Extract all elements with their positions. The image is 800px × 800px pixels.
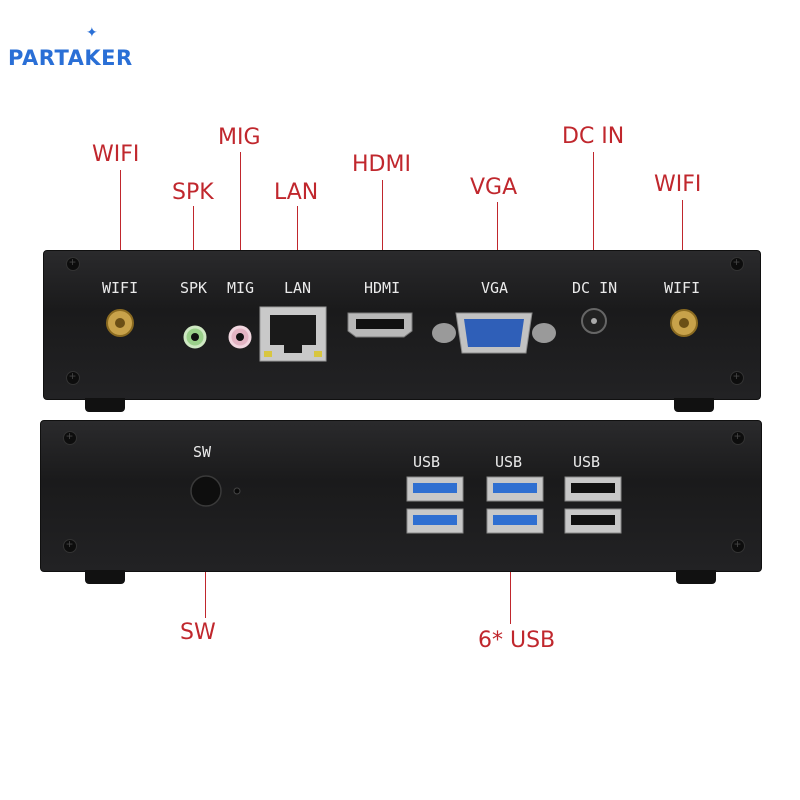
screw-icon xyxy=(66,369,80,385)
vga-port-icon xyxy=(432,312,556,354)
callout-lan: LAN xyxy=(274,180,319,205)
leader-wifi-left xyxy=(120,170,121,300)
wifi-antenna-left-icon xyxy=(106,309,134,337)
front-panel: SW USB USB USB xyxy=(40,420,762,572)
rear-ports xyxy=(106,306,698,362)
callout-sw: SW xyxy=(180,620,216,645)
leader-usb-stem xyxy=(510,540,511,624)
rear-label-dc-in: DC IN xyxy=(572,279,618,297)
rear-label-wifi-right: WIFI xyxy=(664,279,701,297)
star-icon: ✦ xyxy=(86,24,98,40)
callout-mig: MIG xyxy=(218,125,261,150)
leader-mig xyxy=(240,152,241,267)
hdmi-port-icon xyxy=(347,312,413,338)
logo-text: PARTAKER xyxy=(8,46,133,70)
callout-hdmi: HDMI xyxy=(352,152,411,177)
speaker-jack-icon xyxy=(183,325,207,349)
screw-icon xyxy=(66,255,80,271)
front-foot-left xyxy=(85,570,125,584)
leader-vga xyxy=(497,202,498,270)
rear-label-lan: LAN xyxy=(284,279,312,297)
dc-jack-icon xyxy=(581,308,607,334)
leader-lan xyxy=(297,206,298,266)
front-label-usb-2: USB xyxy=(495,453,523,471)
rear-label-vga: VGA xyxy=(481,279,509,297)
front-label-sw: SW xyxy=(193,443,212,461)
power-button-icon xyxy=(190,475,222,507)
power-led-icon xyxy=(233,487,241,495)
leader-hdmi xyxy=(382,180,383,266)
front-foot-right xyxy=(676,570,716,584)
screw-icon xyxy=(731,429,745,445)
wifi-antenna-right-icon xyxy=(670,309,698,337)
usb3-port-pair-1-icon xyxy=(406,476,464,534)
screw-icon xyxy=(731,537,745,553)
leader-dc-in xyxy=(593,152,594,270)
usb3-port-pair-2-icon xyxy=(486,476,544,534)
callout-vga: VGA xyxy=(470,175,518,200)
brand-logo: ✦ PARTAKER xyxy=(8,24,168,78)
rear-label-wifi-left: WIFI xyxy=(102,279,139,297)
rear-foot-left xyxy=(85,398,125,412)
screw-icon xyxy=(63,537,77,553)
rear-foot-right xyxy=(674,398,714,412)
rear-label-mig: MIG xyxy=(227,279,255,297)
front-label-usb-3: USB xyxy=(573,453,601,471)
rear-label-spk: SPK xyxy=(180,279,208,297)
leader-spk xyxy=(193,206,194,266)
callout-dc-in: DC IN xyxy=(562,124,625,149)
lan-port-icon xyxy=(259,306,327,362)
callout-spk: SPK xyxy=(172,180,214,205)
callout-usb-total: 6* USB xyxy=(478,628,556,653)
usb2-port-pair-icon xyxy=(564,476,622,534)
front-ports xyxy=(190,475,622,534)
callout-wifi-right: WIFI xyxy=(654,172,702,197)
screw-icon xyxy=(730,369,744,385)
rear-label-hdmi: HDMI xyxy=(364,279,401,297)
screw-icon xyxy=(730,255,744,271)
rear-panel: WIFI SPK MIG LAN HDMI VGA DC IN WIFI xyxy=(43,250,761,400)
front-label-usb-1: USB xyxy=(413,453,441,471)
callout-wifi-left: WIFI xyxy=(92,142,140,167)
mic-jack-icon xyxy=(228,325,252,349)
screw-icon xyxy=(63,429,77,445)
